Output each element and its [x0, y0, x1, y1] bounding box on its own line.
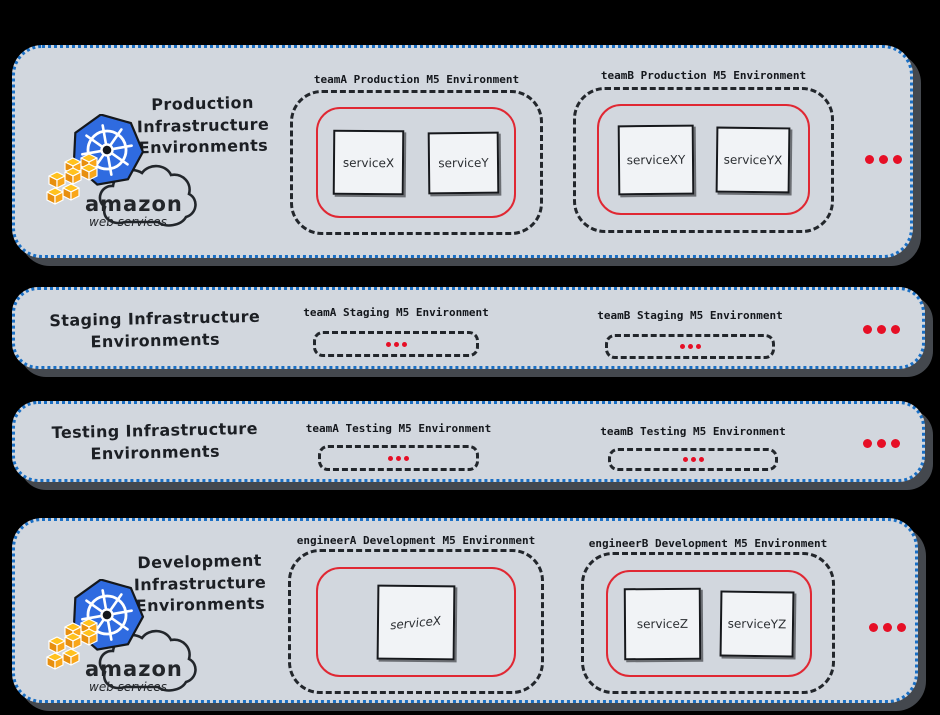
- service-label: serviceY: [438, 155, 489, 170]
- environment-label: teamA Production M5 Environment: [313, 73, 520, 86]
- dot: [879, 155, 888, 164]
- dot: [385, 341, 391, 347]
- dot: [877, 325, 886, 334]
- dot: [401, 341, 407, 347]
- panel-development-environments: Development Infrastructure Environments: [12, 518, 918, 703]
- dot: [698, 457, 704, 462]
- environment-label: teamB Production M5 Environment: [600, 69, 807, 82]
- environment-boundary-collapsed: [318, 445, 479, 471]
- service-box: serviceY: [427, 131, 500, 194]
- dot: [682, 457, 688, 462]
- aws-kubernetes-logo-svg: amazon web services: [46, 578, 197, 694]
- panel-testing-environments: Testing Infrastructure Environments team…: [12, 401, 925, 482]
- service-label: serviceYX: [723, 152, 782, 167]
- environment-teamA-testing: teamA Testing M5 Environment: [306, 422, 491, 471]
- ellipsis-more-environments: [863, 325, 900, 334]
- environment-boundary-collapsed: [608, 448, 778, 471]
- dot: [388, 455, 393, 461]
- service-label: serviceX: [389, 612, 443, 632]
- environment-label: teamA Testing M5 Environment: [305, 422, 492, 435]
- cloud-icon: [98, 164, 197, 227]
- aws-boxes-icon: [46, 618, 98, 670]
- testing-title: Testing Infrastructure Environments: [35, 417, 276, 465]
- aws-kubernetes-logo: amazon web services: [45, 578, 205, 703]
- dot: [883, 623, 892, 632]
- amazon-text: amazon: [85, 657, 183, 681]
- service-box: serviceYZ: [719, 589, 795, 658]
- environment-teamB-testing: teamB Testing M5 Environment: [600, 425, 786, 471]
- aws-kubernetes-logo-svg: amazon web services: [46, 113, 197, 229]
- dot: [393, 341, 399, 347]
- service-label: serviceX: [342, 155, 395, 170]
- panel-production-environments: Production Infrastructure Environments: [12, 45, 913, 258]
- cluster-boundary: serviceX serviceY: [316, 107, 516, 218]
- ellipsis-more-environments: [869, 623, 906, 632]
- dot: [877, 439, 886, 448]
- dot: [865, 155, 874, 164]
- cluster-boundary: serviceZ serviceYZ: [606, 570, 812, 677]
- environment-label: engineerB Development M5 Environment: [588, 537, 828, 550]
- dot: [695, 344, 701, 349]
- service-label: serviceYZ: [727, 616, 787, 631]
- ellipsis-collapsed-services: [679, 344, 701, 349]
- service-label: serviceXY: [626, 152, 685, 167]
- environment-boundary-collapsed: [313, 331, 479, 357]
- environment-boundary-collapsed: [605, 334, 775, 359]
- environment-teamB-staging: teamB Staging M5 Environment: [597, 309, 783, 359]
- environment-engineerA-development: engineerA Development M5 Environment ser…: [288, 534, 544, 694]
- environment-boundary: serviceX serviceY: [290, 90, 543, 235]
- staging-title: Staging Infrastructure Environments: [35, 305, 276, 353]
- dot: [396, 455, 401, 461]
- cluster-boundary: serviceXY serviceYX: [597, 104, 810, 215]
- environment-label: teamA Staging M5 Environment: [303, 306, 489, 319]
- environment-label: engineerA Development M5 Environment: [296, 534, 536, 547]
- dot: [869, 623, 878, 632]
- amazon-text: amazon: [85, 192, 183, 216]
- environment-label: teamB Staging M5 Environment: [597, 309, 783, 322]
- service-box: serviceXY: [617, 124, 694, 195]
- ellipsis-collapsed-services: [388, 455, 409, 461]
- environment-boundary: serviceXY serviceYX: [573, 87, 834, 233]
- dot: [687, 344, 693, 349]
- aws-boxes-icon: [46, 153, 98, 205]
- cloud-icon: [98, 629, 197, 692]
- service-box: serviceX: [332, 129, 405, 196]
- environment-label: teamB Testing M5 Environment: [600, 425, 786, 438]
- service-box: serviceX: [376, 584, 456, 660]
- panel-staging-environments: Staging Infrastructure Environments team…: [12, 287, 925, 369]
- ellipsis-more-environments: [863, 439, 900, 448]
- ellipsis-collapsed-services: [682, 457, 704, 462]
- service-box: serviceYX: [715, 126, 790, 193]
- dot: [690, 457, 696, 462]
- dot: [863, 325, 872, 334]
- service-box: serviceZ: [623, 587, 702, 660]
- dot: [863, 439, 872, 448]
- environment-teamB-production: teamB Production M5 Environment serviceX…: [573, 69, 834, 233]
- dot: [404, 455, 409, 461]
- dot: [893, 155, 902, 164]
- cluster-boundary: serviceX: [316, 567, 516, 677]
- dot: [897, 623, 906, 632]
- dot: [891, 325, 900, 334]
- environment-teamA-production: teamA Production M5 Environment serviceX…: [290, 73, 543, 235]
- environment-boundary: serviceX: [288, 549, 544, 694]
- ellipsis-more-environments: [865, 155, 902, 164]
- service-label: serviceZ: [636, 616, 689, 631]
- ellipsis-collapsed-services: [385, 341, 407, 347]
- dot: [679, 344, 685, 349]
- web-services-text: web services: [89, 680, 167, 694]
- environment-teamA-staging: teamA Staging M5 Environment: [303, 306, 489, 357]
- dot: [891, 439, 900, 448]
- aws-kubernetes-logo: amazon web services: [45, 113, 205, 238]
- environment-engineerB-development: engineerB Development M5 Environment ser…: [581, 537, 835, 694]
- web-services-text: web services: [89, 215, 167, 229]
- environment-boundary: serviceZ serviceYZ: [581, 552, 835, 694]
